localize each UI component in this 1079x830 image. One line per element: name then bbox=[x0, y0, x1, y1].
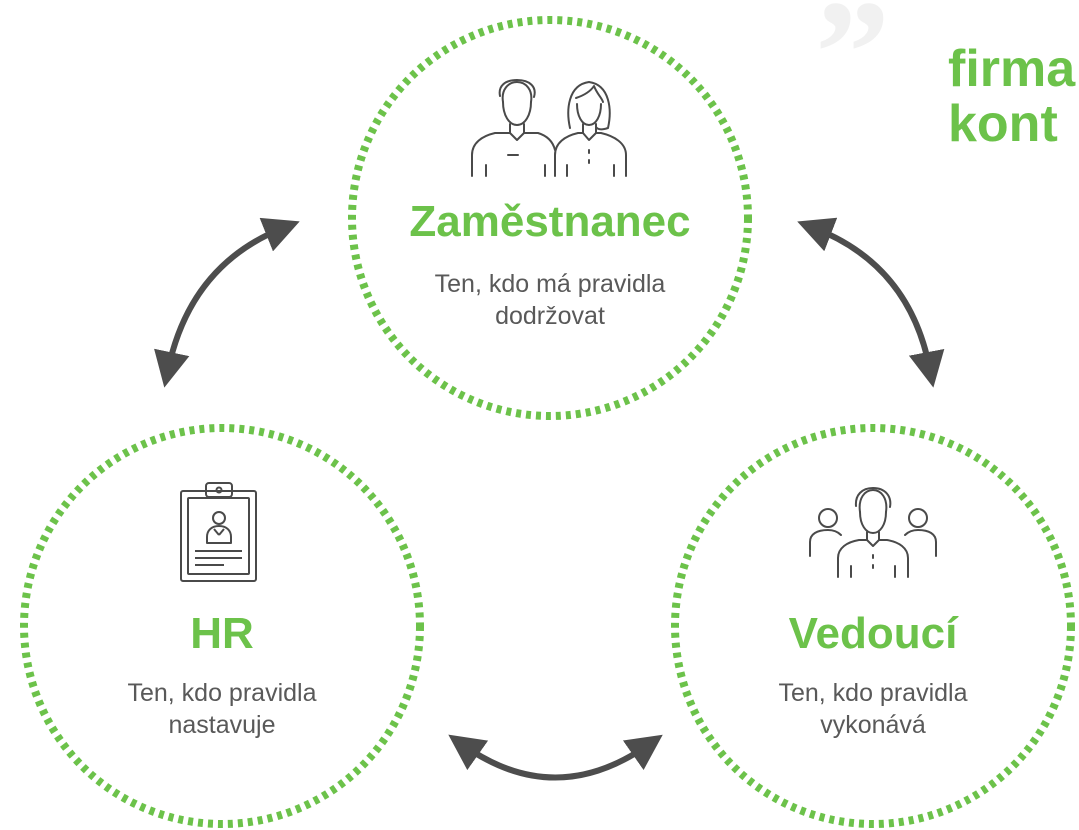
hr-node-circle bbox=[20, 424, 424, 828]
hr-node-title: HR bbox=[190, 609, 254, 658]
team-leader-icon bbox=[809, 487, 937, 578]
manager-node-description: Ten, kdo pravidla vykonává bbox=[743, 677, 1003, 741]
employee-node-title: Zaměstnanec bbox=[409, 197, 691, 246]
clipboard-profile-icon bbox=[180, 482, 257, 582]
manager-node-title: Vedoucí bbox=[788, 609, 958, 658]
employee-node-circle bbox=[348, 16, 752, 420]
hr-desc-line-1: Ten, kdo pravidla bbox=[127, 679, 317, 707]
hr-desc-line-2: nastavuje bbox=[168, 711, 276, 739]
hr-node-description: Ten, kdo pravidla nastavuje bbox=[92, 677, 352, 741]
employee-desc-line-1: Ten, kdo má pravidla bbox=[434, 270, 666, 298]
arrow-hr-manager bbox=[448, 734, 663, 781]
headline-line-2: kont bbox=[948, 95, 1058, 153]
arrow-employee-hr bbox=[154, 217, 300, 388]
employee-desc-line-2: dodržovat bbox=[495, 302, 605, 330]
quote-mark-glyph: ” bbox=[815, 0, 890, 136]
manager-node-circle bbox=[671, 424, 1075, 828]
headline-line-1: firma bbox=[948, 40, 1076, 98]
manager-desc-line-2: vykonává bbox=[820, 711, 926, 739]
manager-desc-line-1: Ten, kdo pravidla bbox=[778, 679, 968, 707]
employee-node-description: Ten, kdo má pravidla dodržovat bbox=[420, 268, 680, 332]
employees-icon bbox=[471, 79, 627, 177]
headline: firma kont bbox=[948, 42, 1075, 152]
arrow-employee-manager bbox=[797, 217, 945, 388]
